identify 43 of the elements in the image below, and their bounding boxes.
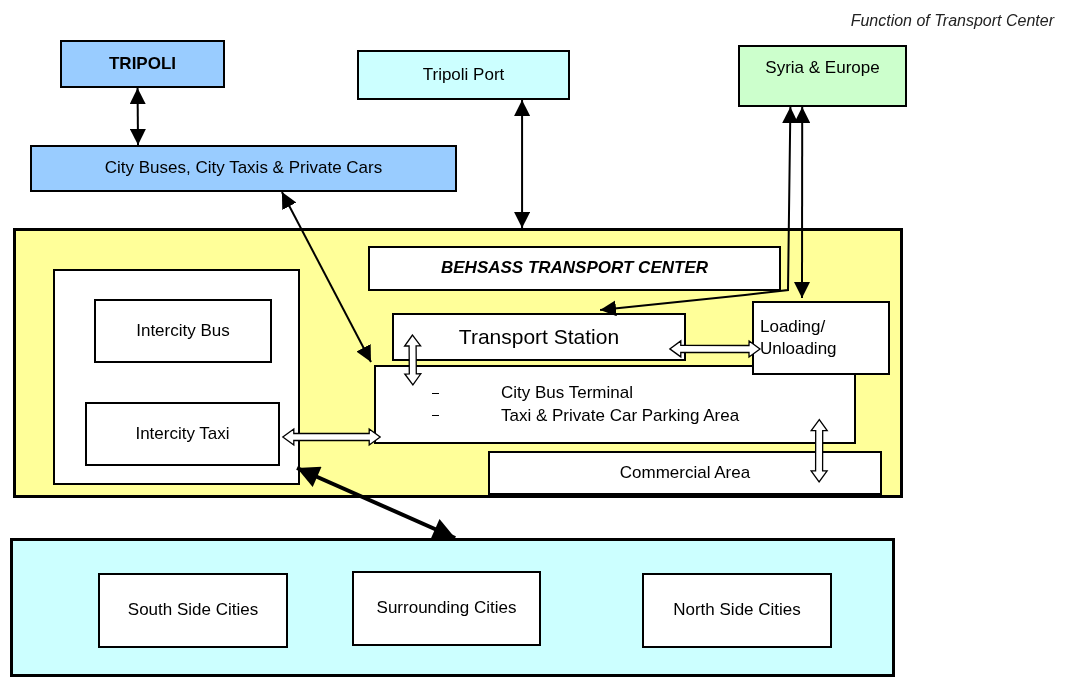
process-box [60, 40, 225, 88]
diagram-note: Function of Transport Center [850, 12, 1054, 30]
node-text: Intercity Bus [136, 319, 230, 342]
node-text: Intercity Taxi [135, 422, 230, 445]
double-block-arrow [281, 427, 382, 447]
node-text: Surrounding Cities [376, 597, 517, 620]
node-text: Taxi & Private Car Parking Area [501, 404, 740, 427]
arrow [296, 466, 456, 540]
node-text: North Side Cities [673, 599, 801, 622]
double-block-arrow [403, 333, 423, 386]
arrow [514, 99, 531, 229]
process-box [738, 45, 907, 107]
group-box [53, 269, 300, 485]
node-text: Transport Station [458, 324, 620, 351]
process-box [488, 451, 882, 495]
node-text: TRIPOLI [108, 52, 177, 75]
node-text: South Side Cities [127, 599, 259, 622]
arrow [794, 106, 811, 299]
process-box [94, 299, 272, 363]
double-block-arrow [809, 418, 829, 483]
process-box [752, 301, 890, 375]
terminal-box [374, 365, 856, 444]
process-box [357, 50, 570, 100]
center-panel [13, 228, 903, 498]
process-box [392, 313, 686, 361]
arrow [280, 191, 372, 363]
node-text: Commercial Area [619, 461, 751, 484]
node-text: BEHSASS TRANSPORT CENTER [441, 257, 708, 280]
process-box [352, 571, 541, 646]
node-text: Loading/ Unloading [760, 315, 838, 360]
double-block-arrow [668, 339, 762, 359]
node-text: City Buses, City Taxis & Private Cars [104, 157, 383, 180]
process-box [98, 573, 288, 648]
process-box [85, 402, 280, 466]
process-box [30, 145, 457, 192]
process-box [642, 573, 832, 648]
process-box [368, 246, 781, 291]
arrow [129, 87, 146, 146]
node-text: Syria & Europe [765, 57, 880, 79]
node-text: Tripoli Port [422, 63, 505, 86]
node-text: City Bus Terminal [501, 382, 633, 405]
arrow [599, 106, 799, 317]
region-panel [10, 538, 895, 677]
